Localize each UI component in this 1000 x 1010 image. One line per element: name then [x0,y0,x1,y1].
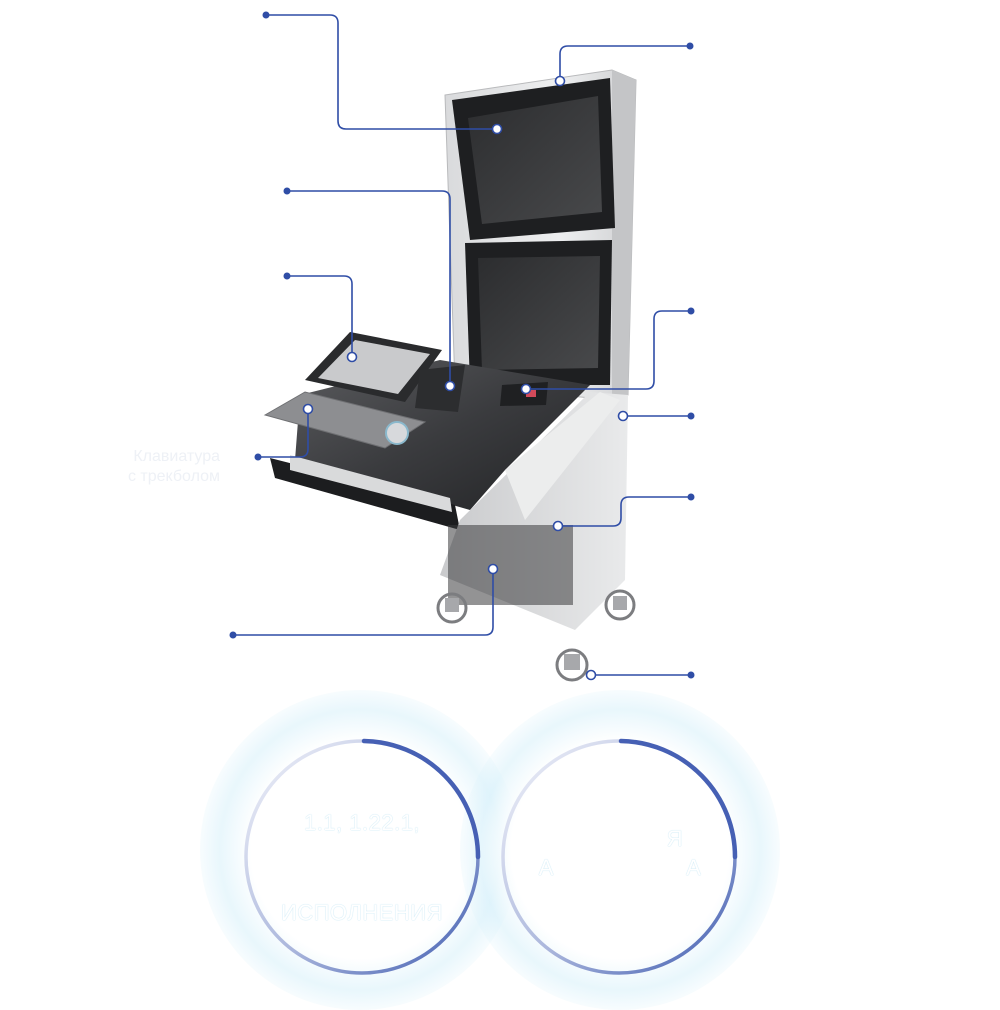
lower-monitor [465,240,612,385]
callout-anchor [552,520,564,532]
callout-line-tablet [287,275,353,357]
callout-anchor [346,351,358,363]
circle-left-line1: 1.1, 1.22.1, [303,810,421,835]
callout-dot [687,307,695,315]
callout-dot [262,11,270,19]
callout-line-controls [526,310,691,390]
keyboard-callout-label: Клавиатура с трекболом [108,447,220,487]
shock-absorber-left [436,592,468,624]
callout-anchor [554,75,566,87]
callout-dot [229,631,237,639]
callout-anchor [491,123,503,135]
shock-absorber-right [604,589,636,621]
trackball [385,421,409,445]
circle-glow-right [460,690,780,1010]
callout-dot [687,493,695,501]
callout-anchor [487,563,499,575]
keyboard-label-line2: с трекболом [127,468,220,485]
callout-line-modules [558,496,691,527]
control-panel [500,382,548,406]
touchpad-panel [415,365,465,412]
callout-line-touchpad [287,190,451,386]
circle-right-line2: А А [538,855,702,880]
callout-anchor [617,410,629,422]
callout-anchor [302,403,314,415]
callout-anchor [520,383,532,395]
callout-line-top-screen [266,14,497,130]
callout-dot [254,453,262,461]
callout-anchor [444,380,456,392]
lower-monitor-screen [478,256,600,370]
circle-left-line3: ИСПОЛНЕНИЯ [281,900,443,925]
callout-line-cables [233,569,494,636]
keyboard-label-line1: Клавиатура [133,448,220,465]
circle-arc-accent [618,738,738,860]
shock-absorber-front [555,648,589,682]
callout-anchor [585,669,597,681]
tablet-display [305,332,442,402]
callout-line-housing [559,45,690,81]
callout-line-keyboard [258,409,309,458]
cabinet-internals [448,525,573,605]
callout-dot [283,187,291,195]
info-circle-right [501,738,738,975]
callout-dot [687,412,695,420]
cabinet [440,392,628,630]
info-circle-left [244,738,481,975]
circle-arc-accent [361,738,481,860]
callout-dot [687,671,695,679]
circle-right-line1: Я [666,826,684,851]
callout-dot [686,42,694,50]
callout-dot [283,272,291,280]
